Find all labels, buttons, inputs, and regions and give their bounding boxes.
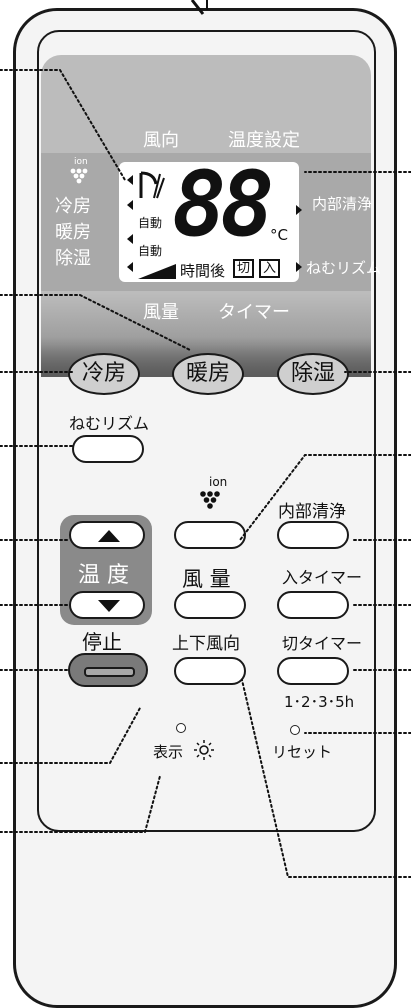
stop-button[interactable]	[68, 653, 148, 687]
louver-icon	[139, 171, 165, 199]
lcd-hours-after: 時間後	[180, 262, 226, 280]
internal-clean-label: 内部清浄	[278, 502, 346, 522]
ion-button[interactable]	[174, 521, 246, 549]
label-temp-setting: 温度設定	[228, 130, 300, 151]
display-label: 表示	[153, 743, 184, 761]
indicator-cool: 冷房	[55, 196, 91, 217]
vertical-direction-button[interactable]	[174, 657, 246, 685]
lcd-arrow-left-icon	[127, 234, 133, 244]
vertical-direction-label: 上下風向	[172, 634, 240, 654]
label-timer: タイマー	[218, 302, 290, 323]
heat-button[interactable]: 暖房	[172, 353, 244, 395]
lcd-arrow-right-icon	[296, 262, 302, 272]
cool-button[interactable]: 冷房	[68, 353, 140, 395]
lcd-on-box: 入	[259, 259, 281, 278]
internal-clean-button[interactable]	[277, 521, 349, 549]
lcd-arrow-left-icon	[127, 200, 133, 210]
stop-bar	[84, 667, 135, 677]
triangle-down-icon	[98, 600, 120, 612]
indicator-sleep-rhythm: ねむリズム	[306, 259, 382, 277]
sun-icon	[194, 740, 214, 760]
fan-volume-label: 風 量	[182, 567, 231, 591]
temp-down-button[interactable]	[69, 591, 145, 619]
lcd-celsius: °C	[270, 226, 288, 244]
lcd-arrow-right-icon	[296, 205, 302, 215]
lcd-auto-1: 自動	[138, 216, 163, 230]
reset-button[interactable]	[290, 725, 300, 735]
ion-button-icon: ion	[196, 475, 227, 511]
lcd-screen	[119, 162, 299, 282]
lcd-digits: 88	[172, 152, 274, 257]
off-timer-hours: 1･2･3･5h	[284, 693, 355, 711]
lcd-off-box: 切	[233, 259, 255, 278]
sleep-rhythm-button[interactable]	[72, 435, 144, 463]
temp-up-button[interactable]	[69, 521, 145, 549]
label-fan-volume: 風量	[143, 302, 179, 323]
indicator-dry: 除湿	[55, 248, 91, 269]
off-timer-button[interactable]	[277, 657, 349, 685]
indicator-heat: 暖房	[55, 222, 91, 243]
dry-button[interactable]: 除湿	[277, 353, 349, 395]
triangle-up-icon	[98, 530, 120, 542]
lcd-arrow-left-icon	[127, 175, 133, 185]
stop-label: 停止	[82, 630, 122, 654]
display-led[interactable]	[176, 723, 186, 733]
inner-frame	[37, 30, 376, 832]
indicator-internal-clean: 内部清浄	[312, 195, 373, 213]
temp-label: 温 度	[78, 563, 129, 588]
fan-level-icon	[138, 264, 176, 279]
ion-icon: ion	[67, 157, 91, 186]
lcd-auto-2: 自動	[138, 244, 163, 258]
reset-label: リセット	[272, 743, 333, 761]
sleep-rhythm-label: ねむリズム	[69, 414, 150, 433]
on-timer-button[interactable]	[277, 591, 349, 619]
off-timer-label: 切タイマー	[282, 634, 363, 653]
label-air-direction: 風向	[143, 130, 179, 151]
lcd-arrow-left-icon	[127, 262, 133, 272]
on-timer-label: 入タイマー	[282, 568, 363, 587]
fan-volume-button[interactable]	[174, 591, 246, 619]
